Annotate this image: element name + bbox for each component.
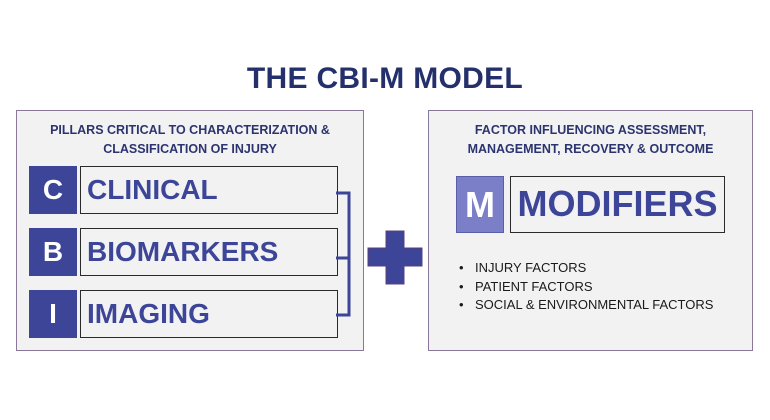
factor-social-environmental: SOCIAL & ENVIRONMENTAL FACTORS (475, 297, 714, 312)
pillar-label-imaging: IMAGING (80, 290, 338, 338)
pillar-letter-b: B (29, 228, 77, 276)
bullet-icon: • (459, 297, 464, 312)
pillars-panel: PILLARS CRITICAL TO CHARACTERIZATION & C… (16, 110, 364, 351)
modifiers-panel: FACTOR INFLUENCING ASSESSMENT, MANAGEMEN… (428, 110, 753, 351)
plus-icon (367, 230, 423, 285)
bullet-icon: • (459, 278, 464, 294)
pillars-heading-line1: PILLARS CRITICAL TO CHARACTERIZATION & (50, 123, 330, 137)
list-item: • SOCIAL & ENVIRONMENTAL FACTORS (457, 296, 713, 315)
modifiers-heading-line2: MANAGEMENT, RECOVERY & OUTCOME (467, 142, 714, 156)
modifier-letter-m: M (456, 176, 504, 233)
bullet-icon: • (459, 260, 464, 275)
modifiers-heading-line1: FACTOR INFLUENCING ASSESSMENT, (474, 123, 707, 137)
modifier-label: MODIFIERS (510, 176, 725, 233)
factor-patient: PATIENT FACTORS (475, 278, 593, 294)
pillar-letter-i: I (29, 290, 77, 338)
pillar-label-biomarkers: BIOMARKERS (80, 228, 338, 276)
pillars-bracket (336, 191, 351, 317)
pillar-letter-c: C (29, 166, 77, 214)
modifiers-heading: FACTOR INFLUENCING ASSESSMENT, MANAGEMEN… (429, 121, 752, 159)
list-item: • INJURY FACTORS (457, 259, 713, 278)
pillars-heading-line2: CLASSIFICATION OF INJURY (103, 142, 277, 156)
diagram-title: THE CBI-M MODEL (246, 62, 524, 95)
pillars-heading: PILLARS CRITICAL TO CHARACTERIZATION & C… (17, 121, 363, 159)
factor-injury: INJURY FACTORS (475, 260, 587, 275)
factor-list: • INJURY FACTORS • PATIENT FACTORS • SOCIAL… (457, 259, 713, 315)
pillar-label-clinical: CLINICAL (80, 166, 338, 214)
list-item: • PATIENT FACTORS (457, 278, 713, 297)
